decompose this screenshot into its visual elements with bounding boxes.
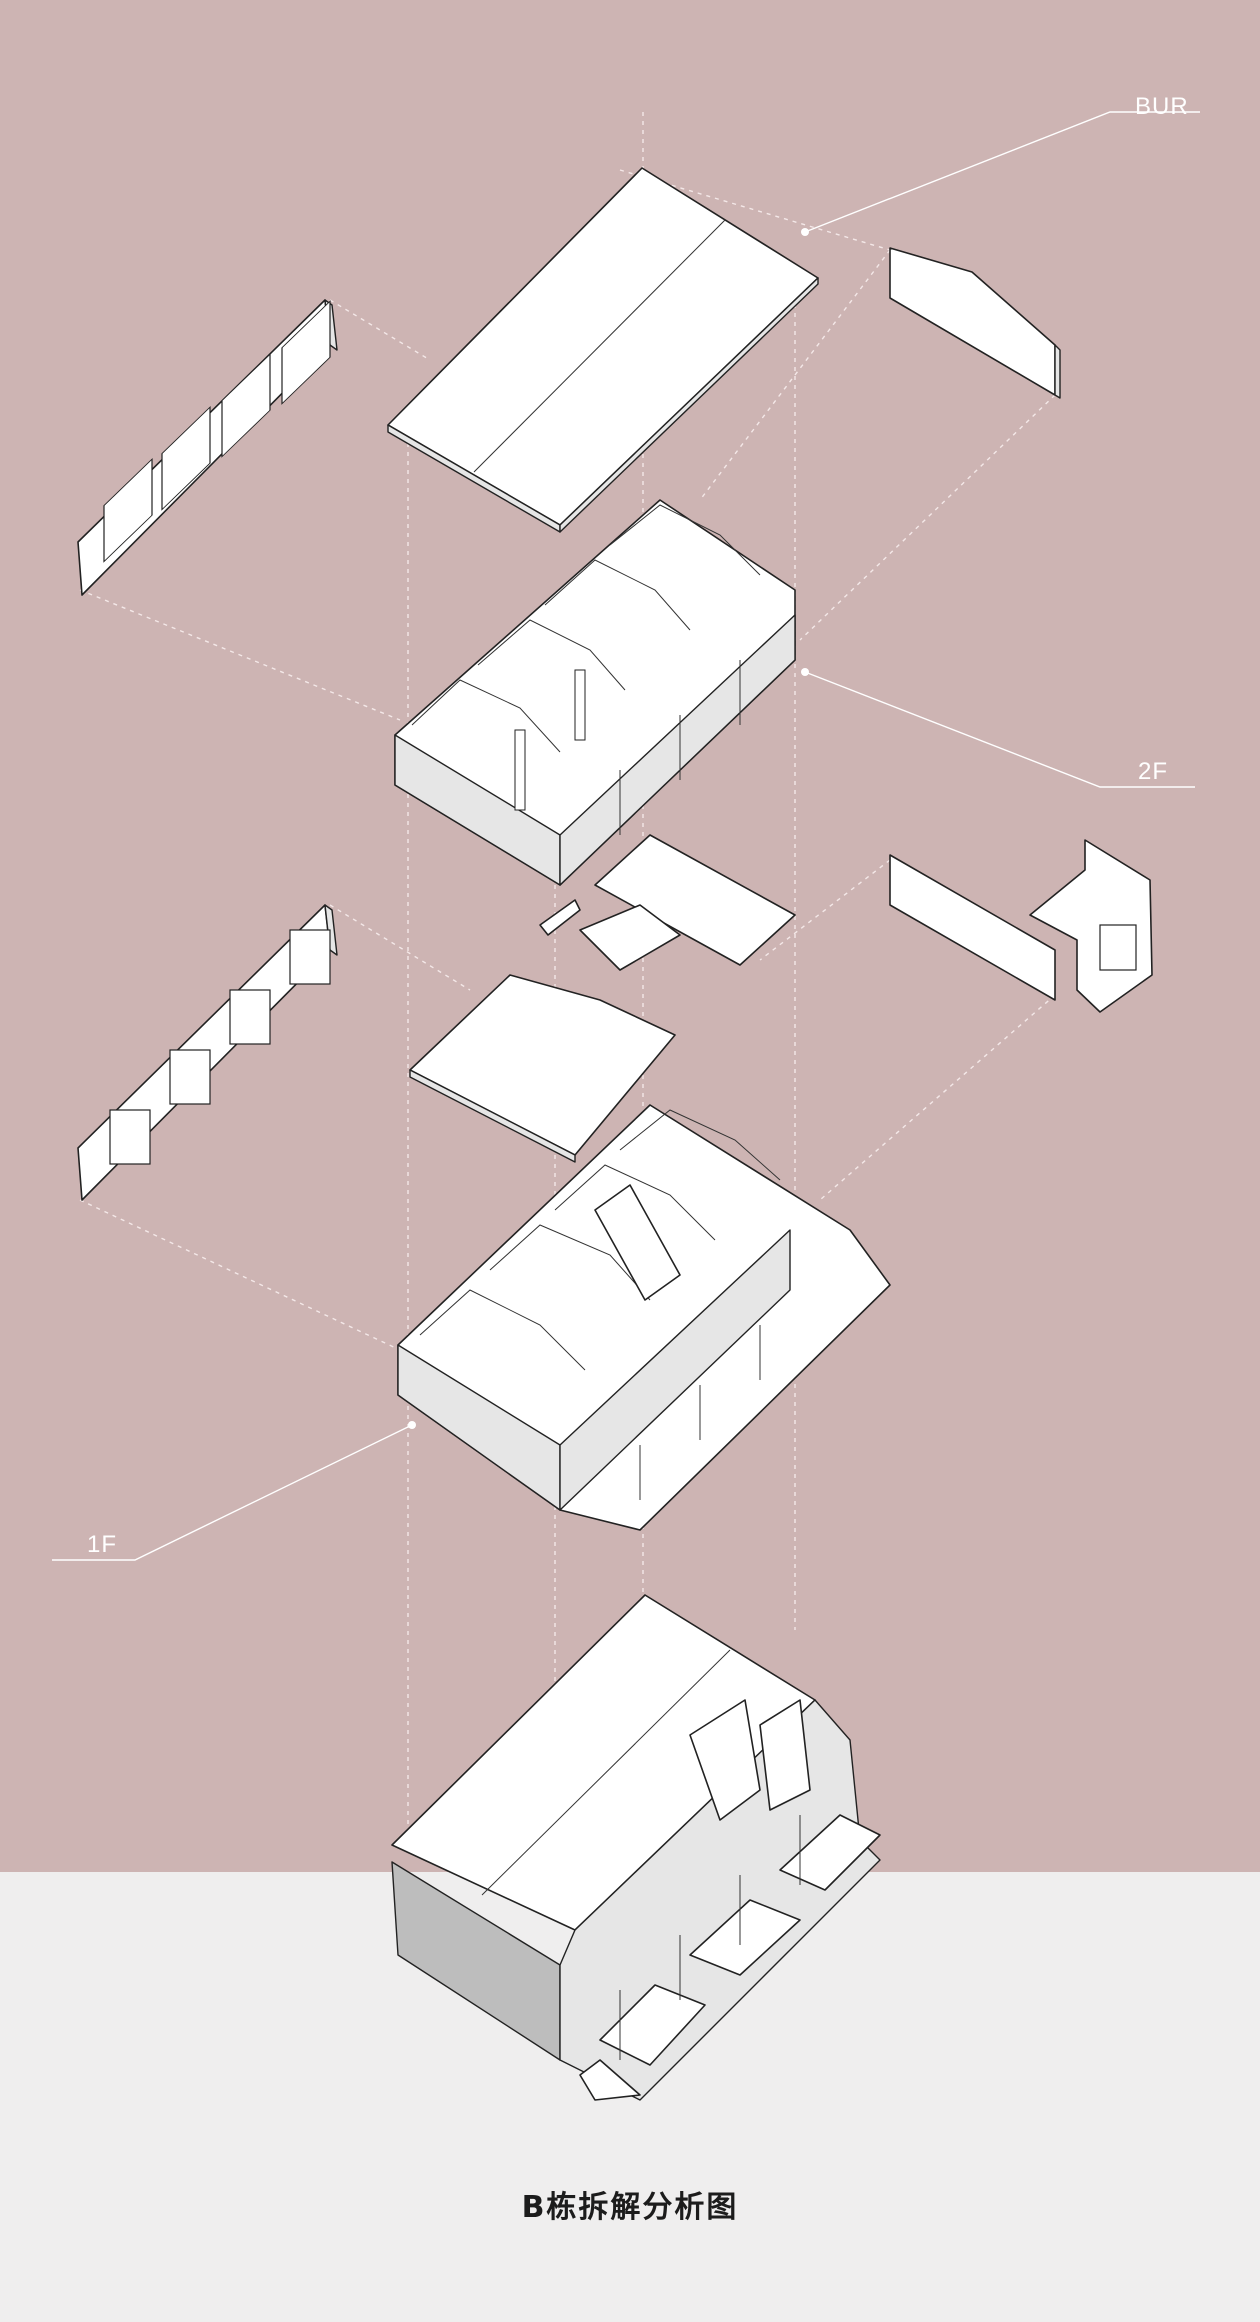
assembled-building [391,1594,881,2101]
diagram-caption: B栋拆解分析图 [521,2190,739,2225]
leader-bur: BUR [801,93,1200,236]
second-floor-front-wall [77,299,338,596]
label-2f: 2F [1138,758,1168,785]
roof-piece [387,167,819,533]
first-floor-front-wall [77,904,338,1201]
leader-2f: 2F [801,668,1195,788]
first-floor-module [397,1104,891,1531]
label-bur: BUR [1135,93,1189,120]
second-floor-slab [409,834,796,1163]
first-floor-side-wall [889,839,1153,1013]
roof-gable-wall [889,247,1061,399]
second-floor-module [394,499,796,886]
alignment-guides [79,112,1056,1842]
label-1f: 1F [87,1531,117,1558]
leader-1f: 1F [52,1421,416,1561]
